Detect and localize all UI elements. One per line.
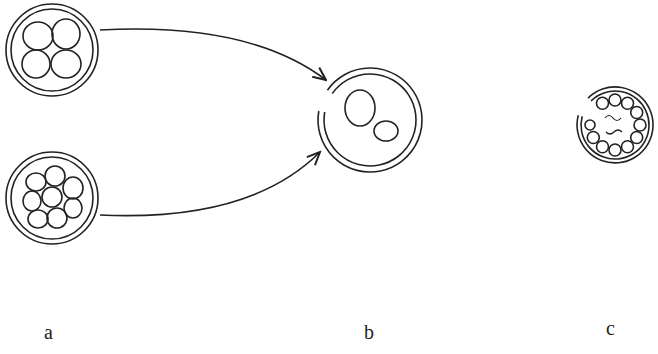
arrow [100,152,320,216]
arrow [100,29,326,80]
multicell-cell [6,152,98,244]
figure-letter: c [606,318,615,338]
open-cell [318,68,422,172]
figure-letter: a [44,322,53,342]
lobed-cell [577,87,653,163]
tetrad-cell [6,4,98,96]
figure-letter: b [364,322,374,342]
